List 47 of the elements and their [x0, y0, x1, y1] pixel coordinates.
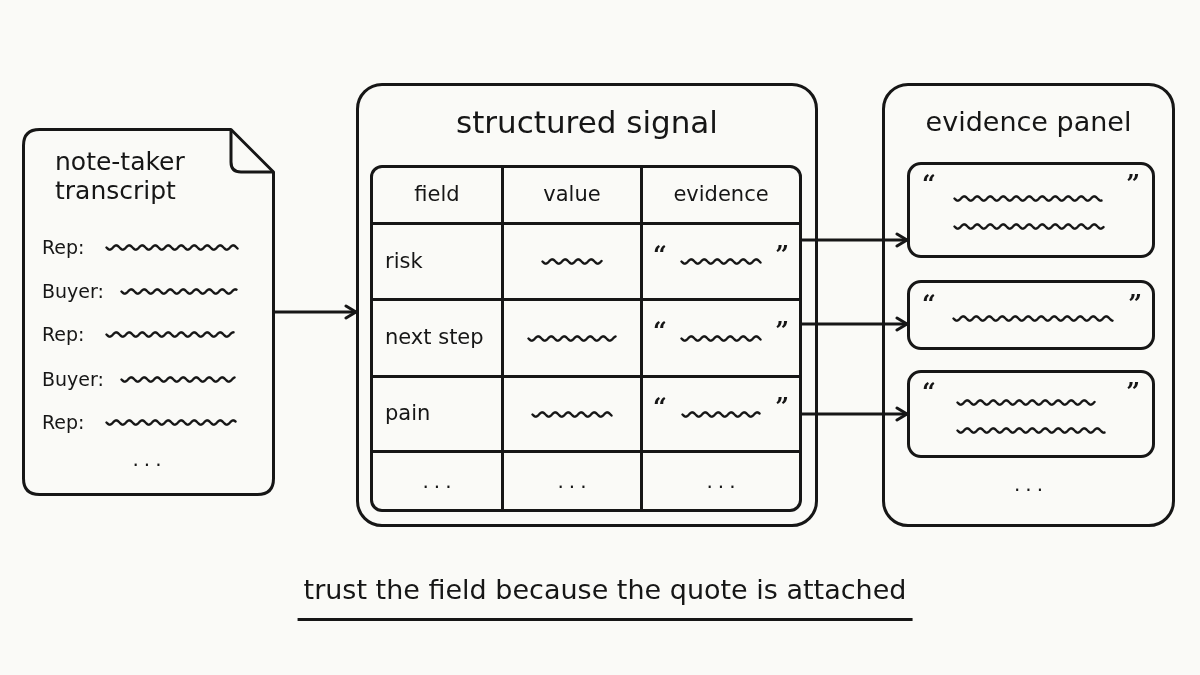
ellipsis: ... [421, 469, 457, 493]
quote-mark: “ [653, 319, 667, 343]
panel-title: structured signal [456, 104, 718, 142]
panel [356, 83, 818, 527]
table-row [370, 222, 802, 301]
ellipsis: ... [705, 469, 741, 493]
quote-card [907, 162, 1155, 258]
quote-mark: “ [653, 395, 667, 419]
ellipsis: ... [131, 447, 167, 471]
column-header: field [414, 182, 460, 208]
quote-mark: ” [1128, 292, 1142, 316]
speaker-label: Buyer: [42, 280, 104, 303]
quote-mark: “ [922, 380, 936, 404]
table-row [370, 298, 802, 378]
panel [882, 83, 1175, 527]
caption: trust the field because the quote is attached [297, 574, 913, 622]
column-header: value [543, 182, 601, 208]
table-header-row [370, 165, 802, 225]
document-title: note-taker transcript [55, 148, 186, 206]
quote-mark: “ [922, 172, 936, 196]
speaker-label: Buyer: [42, 368, 104, 391]
speaker-label: Rep: [42, 236, 85, 259]
field-name: pain [385, 401, 431, 427]
quote-mark: ” [1126, 380, 1140, 404]
arrow [800, 316, 909, 332]
arrow [273, 304, 358, 320]
field-name: risk [385, 248, 423, 275]
quote-card [907, 280, 1155, 350]
quote-card [907, 370, 1155, 458]
quote-mark: ” [775, 319, 789, 343]
panel-title: evidence panel [925, 106, 1132, 139]
arrow [800, 232, 909, 248]
quote-mark: “ [922, 292, 936, 316]
speaker-label: Rep: [42, 323, 85, 346]
document-page [22, 128, 275, 496]
ellipsis: ... [1012, 472, 1049, 496]
table-row [370, 375, 802, 453]
arrow [800, 406, 909, 422]
ellipsis: ... [556, 469, 592, 493]
table-row [370, 450, 802, 512]
speaker-label: Rep: [42, 411, 85, 434]
quote-mark: ” [1126, 172, 1140, 196]
column-header: evidence [673, 182, 769, 208]
quote-mark: ” [775, 395, 789, 419]
quote-mark: ” [775, 242, 789, 267]
quote-mark: “ [653, 242, 667, 267]
field-name: next step [385, 325, 484, 351]
